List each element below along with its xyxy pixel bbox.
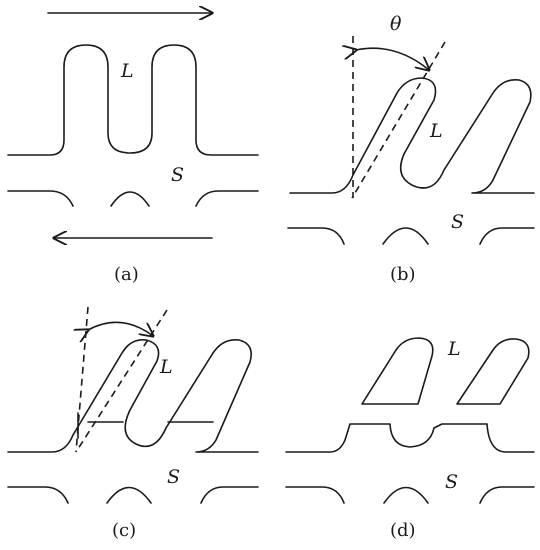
solid-label: S: [167, 466, 180, 488]
caption-b: (b): [390, 264, 416, 285]
liquid-label: L: [447, 338, 461, 360]
solid-surface: [285, 486, 535, 504]
detached-droplet-right: [456, 338, 530, 405]
detached-droplet-left: [361, 337, 434, 405]
liquid-label: L: [429, 120, 443, 142]
liquid-label: L: [120, 60, 134, 82]
solid-surface: [7, 190, 259, 207]
solid-label: S: [451, 211, 464, 233]
liquid-interface: [7, 44, 259, 156]
solid-surface: [287, 227, 535, 245]
panel-a: L S (a): [7, 13, 259, 285]
panel-c: L S (c): [7, 306, 259, 541]
tilt-angle-arc: [88, 321, 153, 336]
solid-surface: [7, 486, 259, 504]
liquid-label: L: [159, 356, 173, 378]
caption-d: (d): [390, 520, 416, 541]
inclination-axis-line: [75, 309, 168, 453]
panel-b: θ L S (b): [287, 13, 535, 285]
panel-d: L S (d): [285, 337, 535, 541]
liquid-interface: [7, 338, 259, 453]
vertical-reference-line: [75, 306, 89, 453]
residual-liquid-film: [285, 423, 535, 453]
solid-label: S: [445, 471, 458, 493]
tilt-angle-arc: [356, 48, 429, 70]
liquid-interface: [289, 77, 535, 194]
angle-theta-label: θ: [390, 13, 402, 35]
caption-c: (c): [112, 520, 136, 541]
solid-label: S: [171, 164, 184, 186]
caption-a: (a): [114, 264, 139, 285]
